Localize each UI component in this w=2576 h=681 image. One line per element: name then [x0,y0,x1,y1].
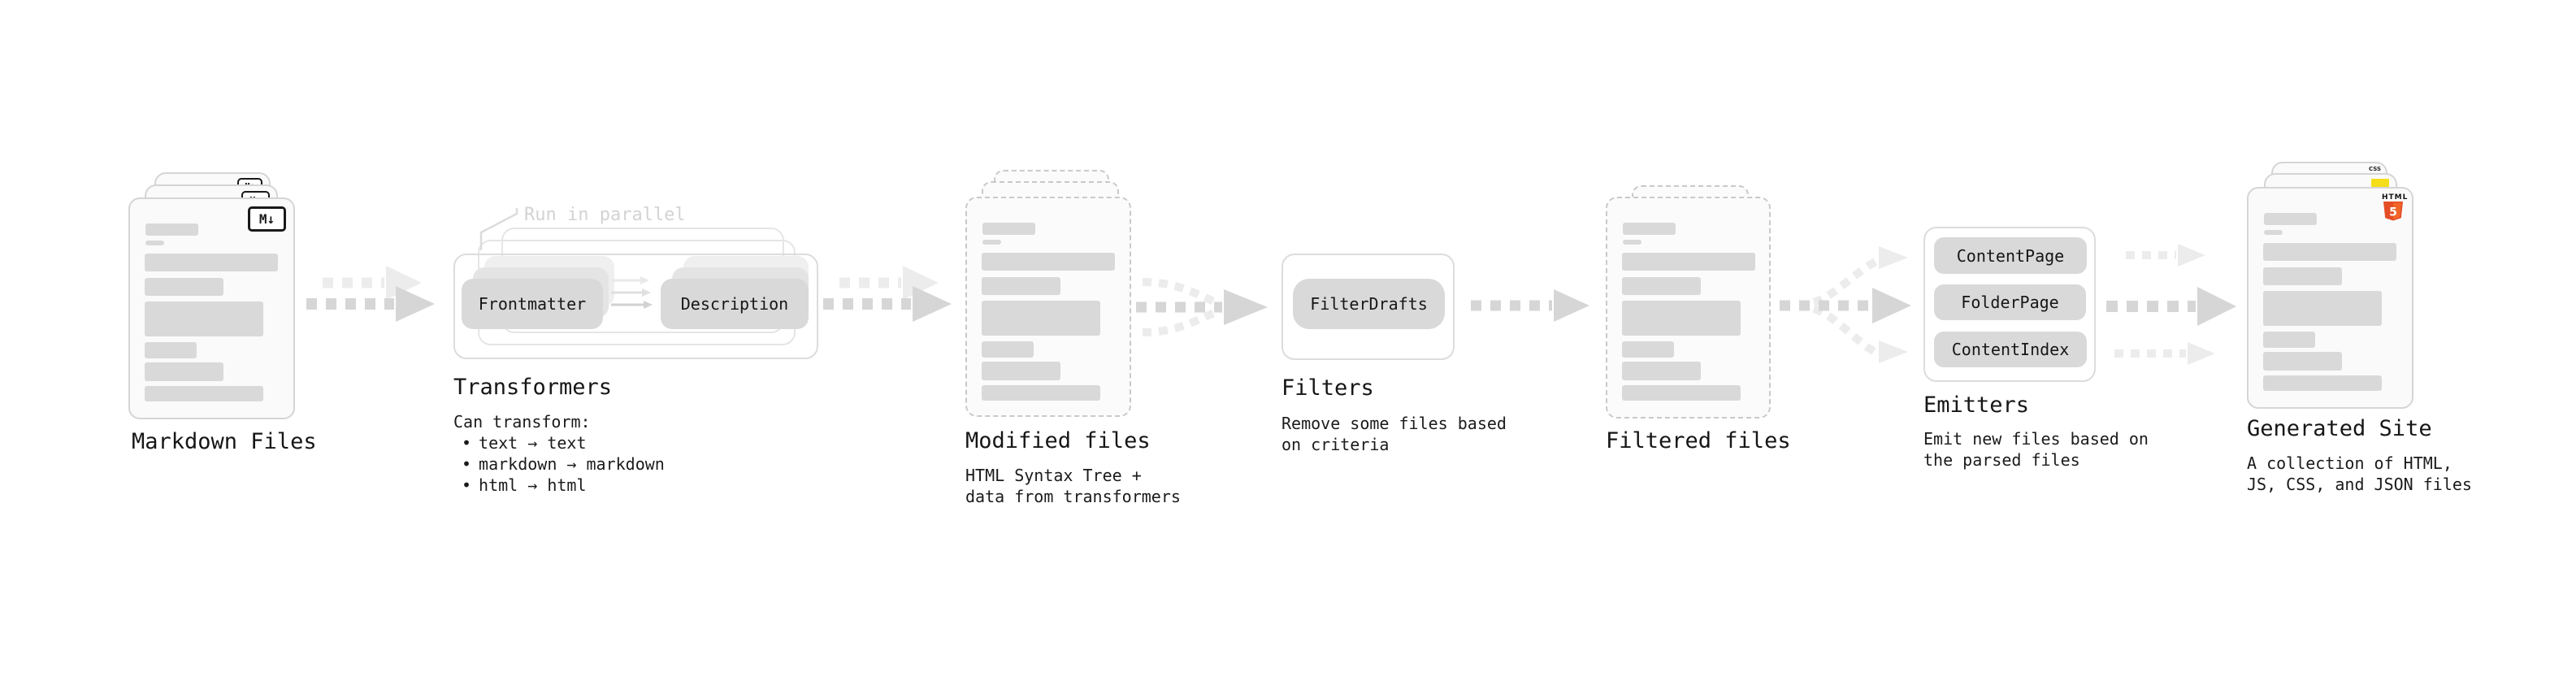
doc-text-bar [1622,277,1701,295]
contentpage-emitter-box: ContentPage [1934,237,2087,274]
folderpage-emitter-box: FolderPage [1934,284,2086,320]
doc-text-bar [2263,332,2315,348]
transformer-layer-front [453,254,818,359]
doc-text-placeholder [130,199,293,418]
arrow-filters-to-filtered [1471,289,1589,322]
doc-text-bar [145,254,278,271]
doc-text-bar [1622,362,1701,380]
stage-title-transformers: Transformers [453,375,613,400]
emitters-description: Emit new files based on the parsed files [1923,429,2149,470]
generated-site-description: A collection of HTML, JS, CSS, and JSON … [2247,453,2472,494]
doc-text-bar [982,301,1100,336]
filterdrafts-box: FilterDrafts [1293,279,1445,329]
doc-text-bar [1623,240,1641,245]
arrow-emitters-to-generated [2106,244,2236,365]
doc-text-bar [982,253,1115,271]
svg-text:5: 5 [2389,206,2397,219]
contentindex-emitter-box: ContentIndex [1934,332,2087,367]
doc-text-bar [145,362,223,381]
doc-text-bar [1622,301,1741,336]
html5-icon: HTML 5 [2382,193,2407,224]
doc-text-bar [2263,267,2342,285]
arrow-modified-to-filters [1136,278,1268,336]
stage-title-markdown-files: Markdown Files [132,429,317,454]
markdown-icon: M↓ [248,206,286,232]
bullet-item: •text → text [462,433,587,453]
doc-text-placeholder [2249,189,2412,407]
doc-text-bar [1622,385,1741,401]
doc-text-bar [982,362,1060,380]
markdown-file-card-front: M↓ [128,197,295,419]
stage-title-emitters: Emitters [1923,393,2030,418]
doc-text-bar [982,341,1034,358]
modified-file-card [965,197,1131,417]
arrow-transformers-to-modified [823,266,952,322]
doc-text-bar [145,241,164,245]
stage-title-filters: Filters [1281,375,1374,401]
doc-text-bar [1623,223,1676,235]
doc-text-bar [2264,213,2317,225]
stage-title-modified-files: Modified files [965,428,1151,453]
doc-text-bar [2263,243,2396,261]
bullet-item: •html → html [462,475,587,495]
doc-text-bar [982,240,1001,245]
html5-shield: 5 [2383,202,2403,221]
modified-files-description: HTML Syntax Tree + data from transformer… [965,466,1181,506]
doc-text-bar [2264,230,2283,235]
doc-text-bar [1622,253,1755,271]
description-transformer-box: Description [661,279,809,329]
run-in-parallel-connector [479,208,518,250]
stage-title-generated-site: Generated Site [2247,416,2432,441]
run-in-parallel-note: Run in parallel [524,205,686,225]
generated-file-card-front: HTML 5 [2247,187,2413,409]
doc-text-bar [145,278,223,296]
doc-text-bar [982,385,1100,401]
stage-title-filtered-files: Filtered files [1606,428,1791,453]
doc-text-bar [145,342,197,358]
doc-text-bar [2263,291,2382,326]
doc-text-bar [2263,375,2382,391]
bullet-item: •markdown → markdown [462,454,665,474]
arrow-markdown-to-transformers [306,266,435,322]
doc-text-bar [145,223,198,236]
doc-text-bar [145,386,263,401]
filters-description: Remove some files based on criteria [1281,414,1507,454]
frontmatter-to-description-arrows [611,276,653,309]
doc-text-bar [982,223,1035,235]
arrow-filtered-to-emitters [1780,246,1911,363]
doc-text-bar [1622,341,1674,358]
frontmatter-transformer-box: Frontmatter [462,279,603,329]
doc-text-bar [982,277,1060,295]
doc-text-placeholder [967,198,1130,415]
doc-text-placeholder [1607,198,1769,417]
doc-text-bar [2263,352,2342,371]
filtered-file-card [1606,197,1771,419]
doc-text-bar [145,301,263,336]
desc-heading: Can transform: [453,412,591,432]
transformers-description: Can transform: •text → text •markdown → … [453,411,665,496]
